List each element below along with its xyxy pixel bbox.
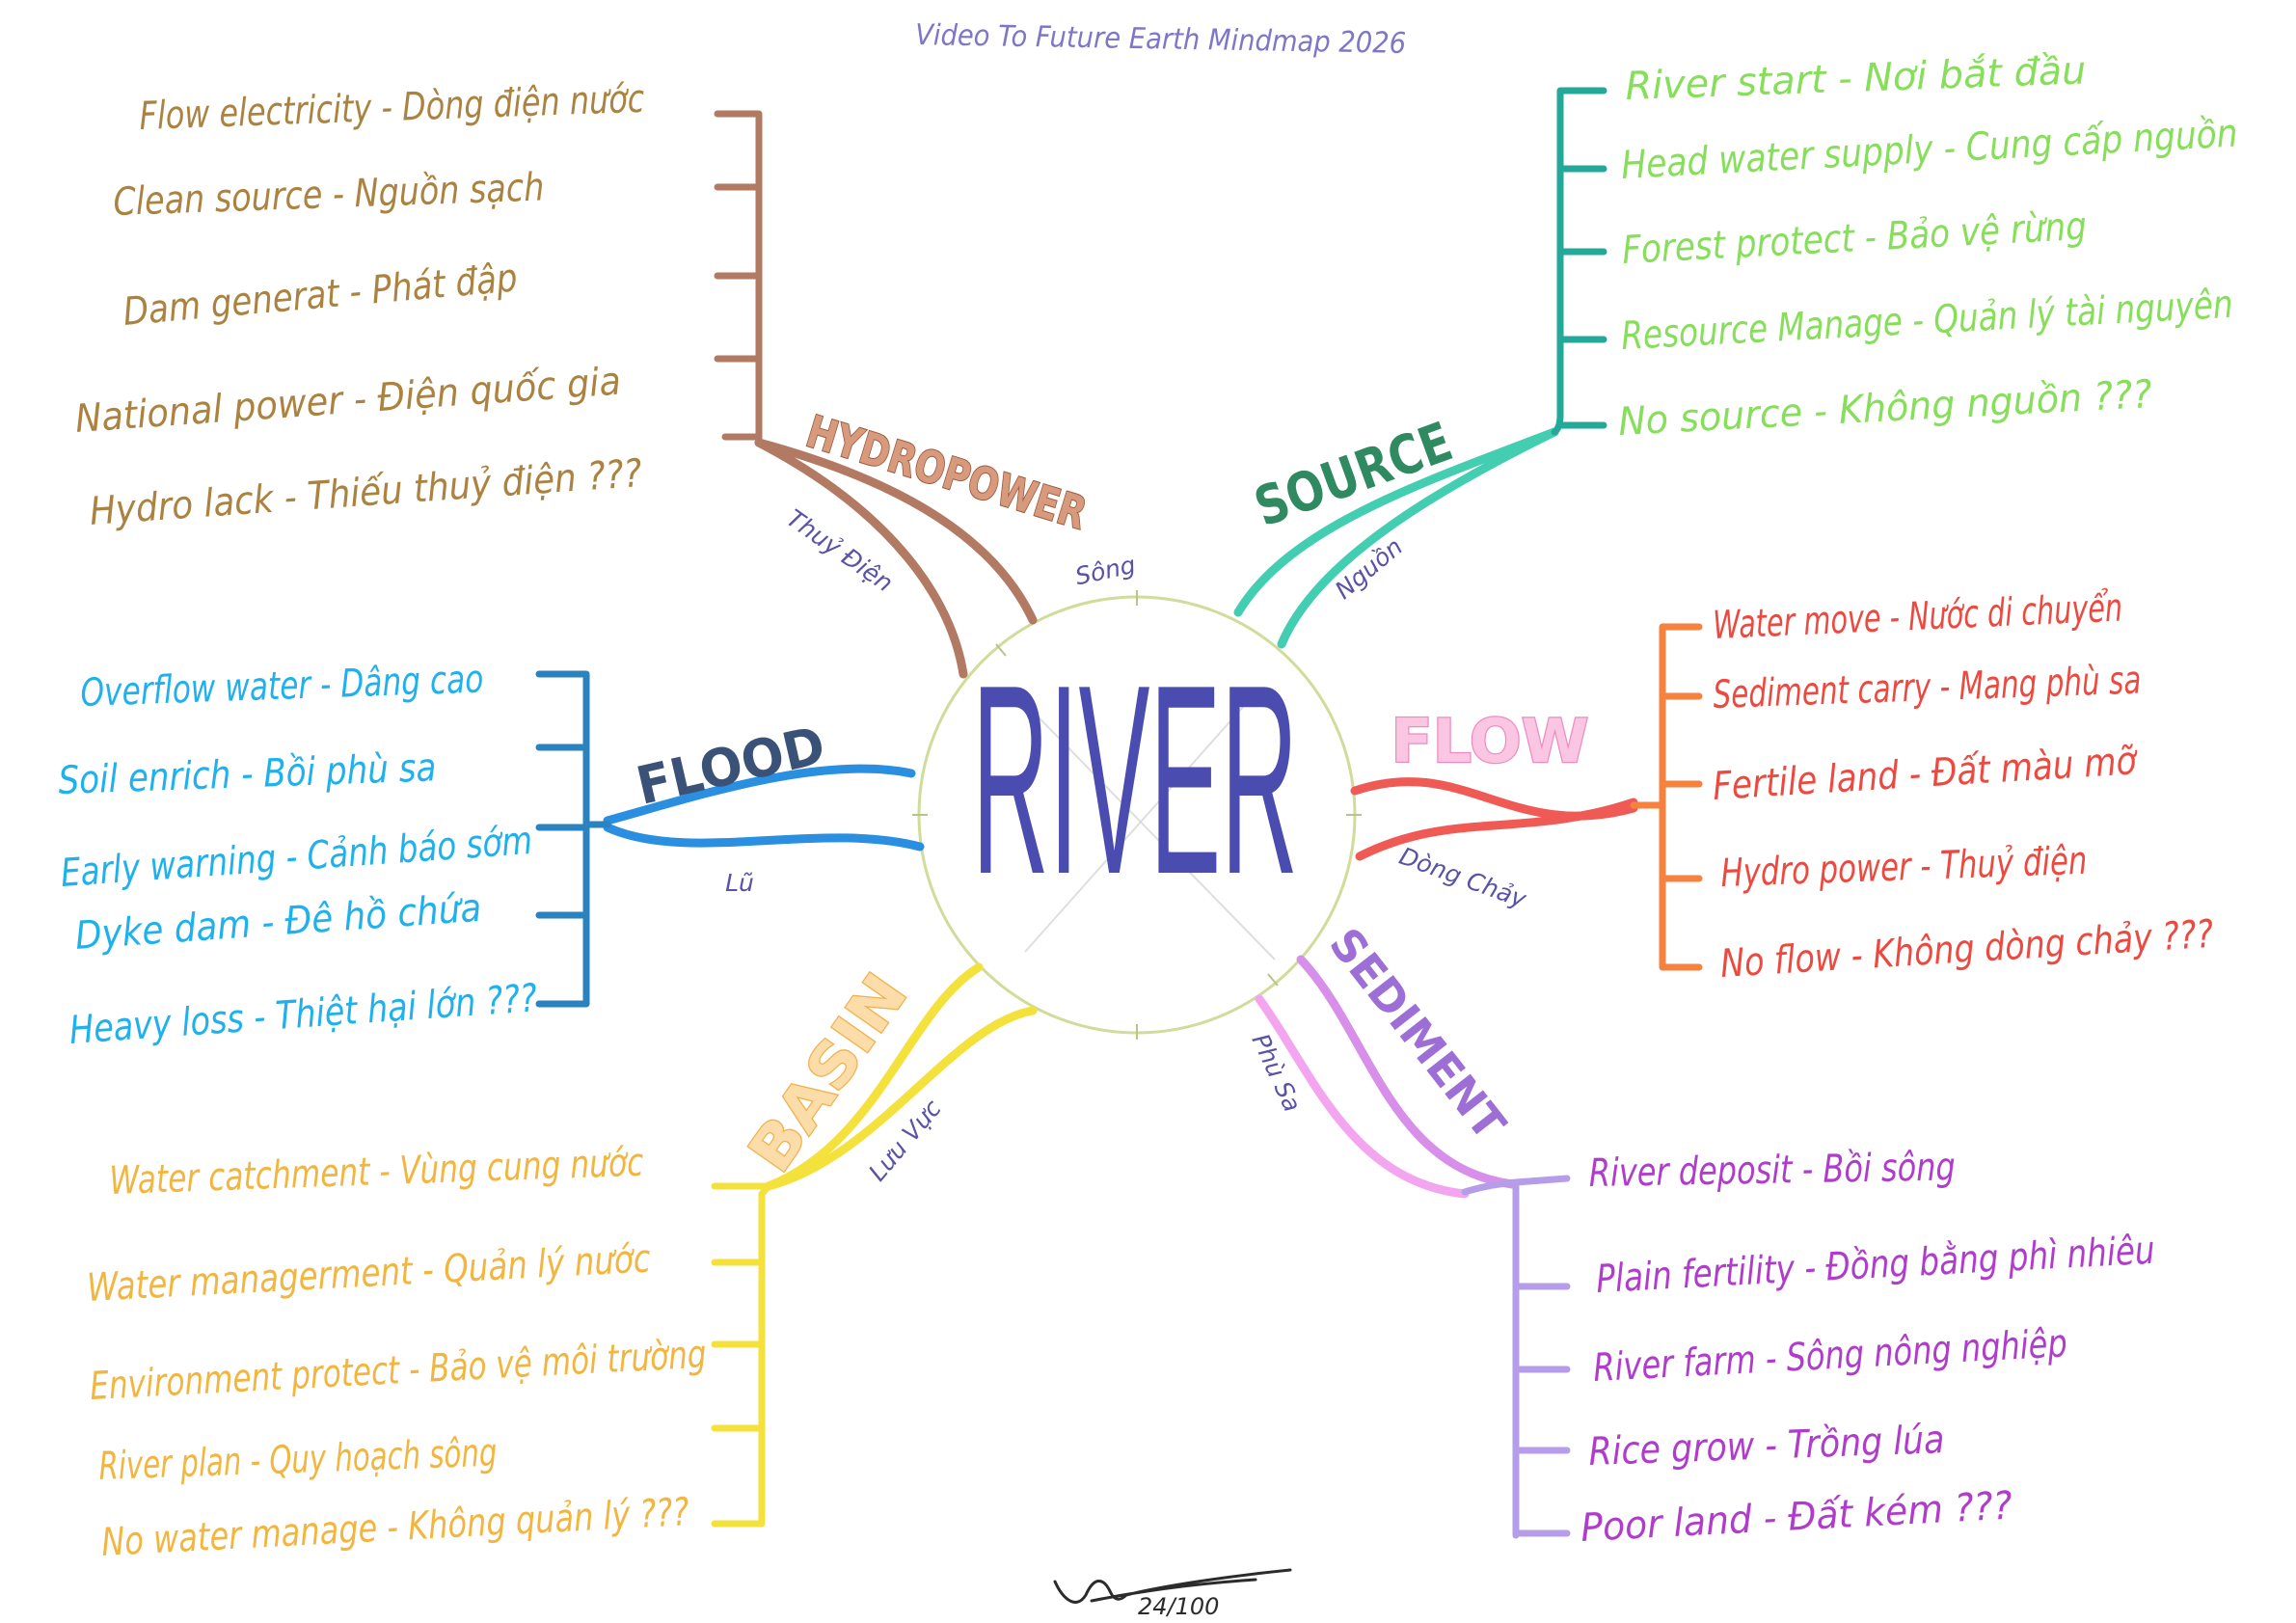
flood-sublabel: Lũ xyxy=(725,869,754,897)
flow-item: Fertile land - Đất màu mỡ xyxy=(1712,739,2140,809)
basin-bracket xyxy=(711,1182,772,1528)
hydropower-sublabel: Thuỷ Điện xyxy=(781,504,898,598)
basin-sublabel: Lưu Vực xyxy=(863,1095,947,1187)
hydropower-item: National power - Điện quốc gia xyxy=(73,360,622,442)
sediment-sublabel: Phù Sa xyxy=(1246,1029,1307,1116)
sediment-items: River deposit - Bồi sông Plain fertility… xyxy=(1580,1145,2156,1551)
branch-sediment: SEDIMENT Phù Sa River deposit - Bồi sông… xyxy=(1246,918,2155,1551)
basin-item: No water manage - Không quản lý ??? xyxy=(100,1490,690,1565)
center-label: RIVER xyxy=(972,630,1298,931)
sediment-item: Rice grow - Trồng lúa xyxy=(1588,1418,1945,1474)
flood-label: FLOOD xyxy=(631,715,830,817)
basin-item: Environment protect - Bảo vệ môi trường xyxy=(89,1333,708,1409)
signature: 24/100 xyxy=(1053,1568,1292,1620)
flood-bracket xyxy=(535,670,611,1008)
branch-flow: FLOW Dòng Chảy Water move - Nước di chuy… xyxy=(1350,585,2215,987)
source-bracket xyxy=(1551,87,1607,436)
flood-items: Overflow water - Dâng cao Soil enrich - … xyxy=(58,657,539,1053)
basin-items: Water catchment - Vùng cung nước Water m… xyxy=(86,1141,708,1565)
source-item: Head water supply - Cung cấp nguồn xyxy=(1620,112,2239,188)
source-item: Resource Manage - Quản lý tài nguyên xyxy=(1620,283,2234,359)
flow-item: Hydro power - Thuỷ điện xyxy=(1720,839,2088,896)
flood-connector xyxy=(603,764,916,825)
source-item: River start - Nơi bắt đầu xyxy=(1625,48,2087,109)
branch-hydropower: HYDROPOWER Thuỷ Điện Flow electricity - … xyxy=(73,77,1094,679)
page-title: Video To Future Earth Mindmap 2026 xyxy=(915,18,1407,61)
source-connector xyxy=(1233,427,1559,617)
hydropower-item: Flow electricity - Dòng điện nước xyxy=(139,77,645,139)
pencil-guide-line xyxy=(1010,688,1276,960)
sediment-bracket xyxy=(1461,1175,1571,1539)
basin-item: Water managerment - Quản lý nước xyxy=(86,1236,652,1311)
basin-connector xyxy=(764,962,984,1191)
hydropower-connector xyxy=(754,438,968,679)
sediment-item: River farm - Sông nông nghiệp xyxy=(1592,1321,2068,1391)
ring-tick xyxy=(995,643,1007,657)
ring-tick xyxy=(1267,973,1279,987)
sediment-connector xyxy=(1296,955,1517,1189)
signature-score: 24/100 xyxy=(1138,1593,1219,1620)
sediment-connector xyxy=(1255,994,1470,1199)
flood-item: Soil enrich - Bồi phù sa xyxy=(58,745,437,803)
sediment-item: Plain fertility - Đồng bằng phì nhiêu xyxy=(1595,1229,2156,1302)
sediment-item: Poor land - Đất kém ??? xyxy=(1580,1484,2013,1551)
flow-item: Sediment carry - Mang phù sa xyxy=(1713,659,2142,717)
basin-item: Water catchment - Vùng cung nước xyxy=(109,1141,644,1204)
hydropower-item: Dam generat - Phát đập xyxy=(122,256,519,335)
sediment-item: River deposit - Bồi sông xyxy=(1588,1145,1956,1196)
flow-item: No flow - Không dòng chảy ??? xyxy=(1719,912,2215,987)
flow-bracket xyxy=(1630,623,1703,971)
basin-connector xyxy=(764,1006,1038,1191)
basin-item: River plan - Quy hoạch sông xyxy=(98,1431,498,1489)
hydropower-item: Hydro lack - Thiếu thuỷ điện ??? xyxy=(88,451,643,534)
hydropower-bracket xyxy=(714,110,763,446)
hydropower-items: Flow electricity - Dòng điện nước Clean … xyxy=(73,77,645,534)
source-items: River start - Nơi bắt đầu Head water sup… xyxy=(1617,48,2239,445)
flood-item: Dyke dam - Đê hồ chứa xyxy=(73,886,482,959)
flood-item: Early warning - Cảnh báo sớm xyxy=(59,819,533,896)
flow-sublabel: Dòng Chảy xyxy=(1395,842,1530,914)
pencil-guide-line xyxy=(1024,688,1260,953)
flow-item: Water move - Nước di chuyển xyxy=(1712,585,2123,647)
flood-item: Heavy loss - Thiệt hại lớn ??? xyxy=(68,976,538,1053)
source-item: Forest protect - Bảo vệ rừng xyxy=(1621,204,2088,273)
flow-connector xyxy=(1355,798,1638,861)
center-sublabel: Sông xyxy=(1072,551,1138,590)
source-connector xyxy=(1277,427,1559,649)
flood-connector xyxy=(603,823,925,852)
flood-item: Overflow water - Dâng cao xyxy=(80,657,484,716)
source-item: No source - Không nguồn ??? xyxy=(1617,372,2153,445)
branch-basin: BASIN Lưu Vực Water catchment - Vùng cun… xyxy=(86,960,1038,1565)
hydropower-connector xyxy=(754,438,1038,625)
branch-flood: FLOOD Lũ Overflow water - Dâng cao Soil … xyxy=(58,657,925,1053)
flow-items: Water move - Nước di chuyển Sediment car… xyxy=(1712,585,2215,986)
branch-source: SOURCE Nguồn River start - Nơi bắt đầu H… xyxy=(1233,48,2239,649)
signature-scribble xyxy=(1053,1568,1292,1604)
flow-label: FLOW xyxy=(1391,706,1589,776)
hydropower-item: Clean source - Nguồn sạch xyxy=(113,165,545,225)
